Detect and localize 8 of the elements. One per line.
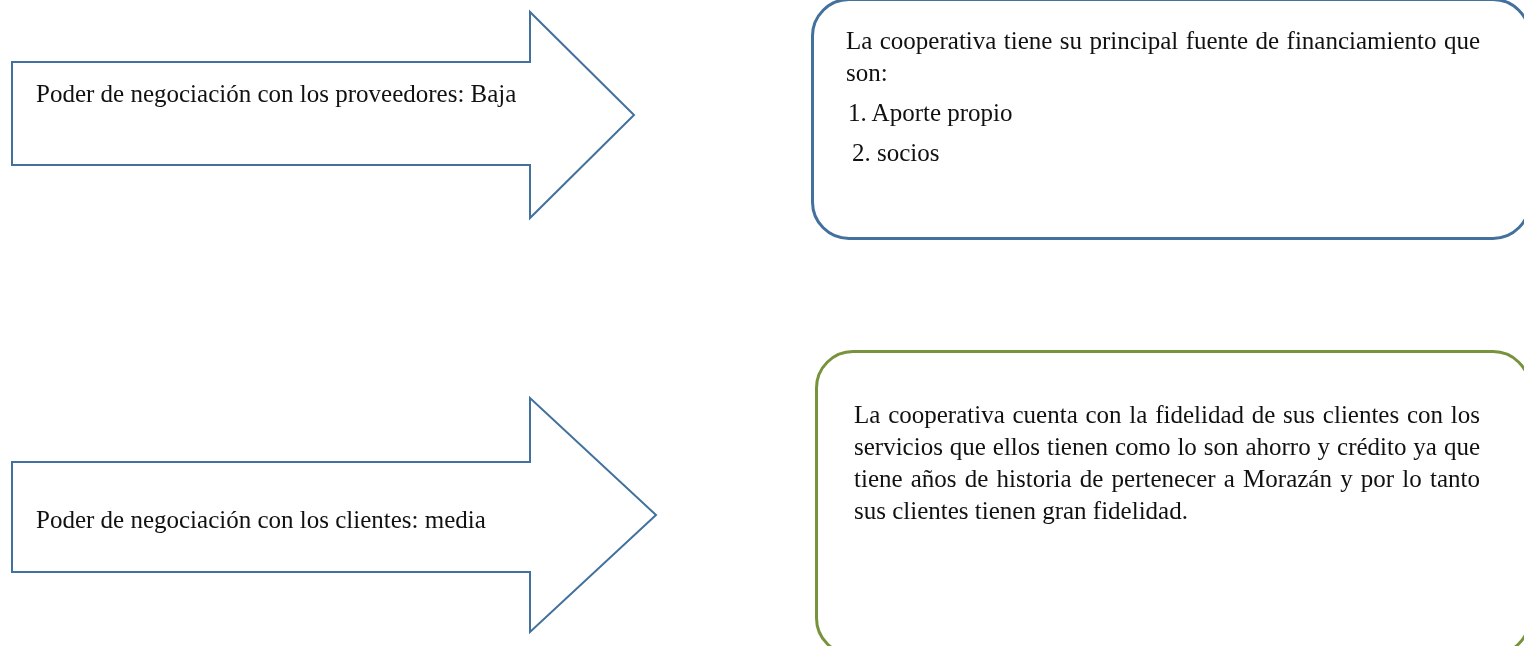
arrow-text: Poder de negociación con los clientes: media xyxy=(36,505,487,535)
box-text: La cooperativa tiene su principal fuente de financiamiento que son: xyxy=(846,26,1480,88)
list-item: 1. Aporte propio xyxy=(847,98,1014,128)
box-text: La cooperativa cuenta con la fidelidad de sus clientes con los servicios que ellos tienen como lo son ahorro y crédito ya que tiene años de historia de pertenecer a Morazán y por lo tanto sus clientes tienen gran fidelidad. xyxy=(854,400,1480,526)
list-item: 2. socios xyxy=(851,138,941,168)
rounded-box xyxy=(815,350,1524,646)
arrow-text: Poder de negociación con los proveedores: Baja xyxy=(36,79,518,109)
rounded-box xyxy=(811,0,1524,240)
